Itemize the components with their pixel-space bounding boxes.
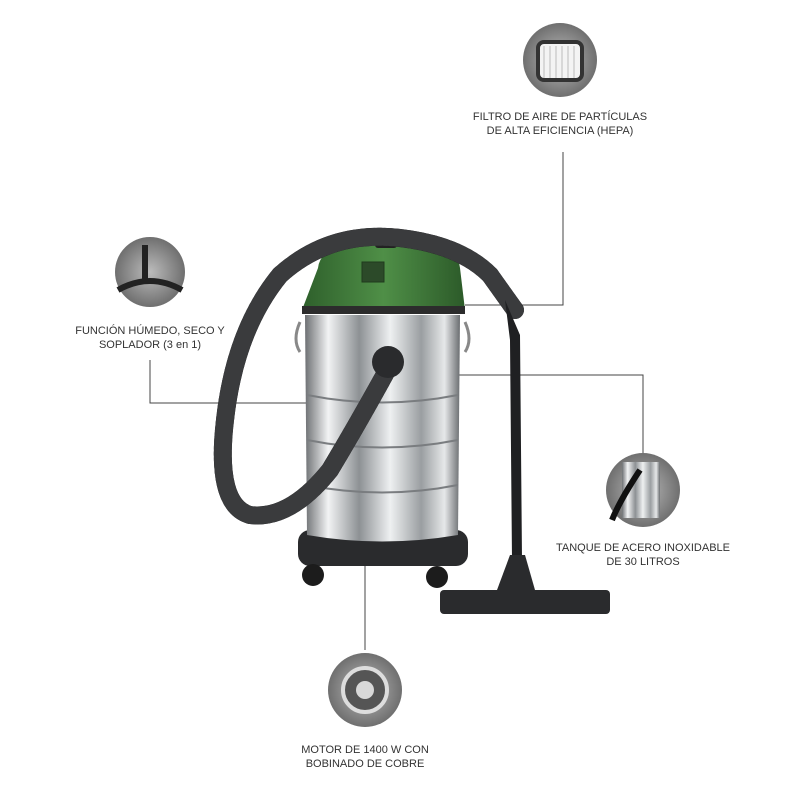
motor-label-line1: MOTOR DE 1400 W CON [301,744,429,756]
hepa-leader-line [465,152,564,306]
motor-icon [328,653,402,727]
tank-label-line1: TANQUE DE ACERO INOXIDABLE [555,542,730,554]
floor-nozzle-icon [115,237,185,307]
hose [213,227,524,525]
hepa-label-line1: FILTRO DE AIRE DE PARTÍCULAS [472,111,648,123]
function-label: FUNCIÓN HÚMEDO, SECO Y SOPLADOR (3 en 1) [60,324,240,352]
hepa-label-line2: DE ALTA EFICIENCIA (HEPA) [486,125,634,137]
function-label-line2: SOPLADOR (3 en 1) [98,339,202,351]
tank-leader-line [458,374,644,453]
motor-label: MOTOR DE 1400 W CON BOBINADO DE COBRE [275,743,455,771]
hepa-filter-icon [523,23,597,97]
motor-label-line2: BOBINADO DE COBRE [305,758,425,770]
steel-tank-icon [606,453,680,527]
tank-label-line2: DE 30 LITROS [606,556,680,568]
tank-label: TANQUE DE ACERO INOXIDABLE DE 30 LITROS [548,541,738,569]
function-label-line1: FUNCIÓN HÚMEDO, SECO Y [75,325,225,337]
wand-and-floor-nozzle [440,300,610,614]
function-leader-line [149,360,345,404]
hepa-filter-label: FILTRO DE AIRE DE PARTÍCULAS DE ALTA EFI… [470,110,650,138]
steel-tank [294,315,471,542]
